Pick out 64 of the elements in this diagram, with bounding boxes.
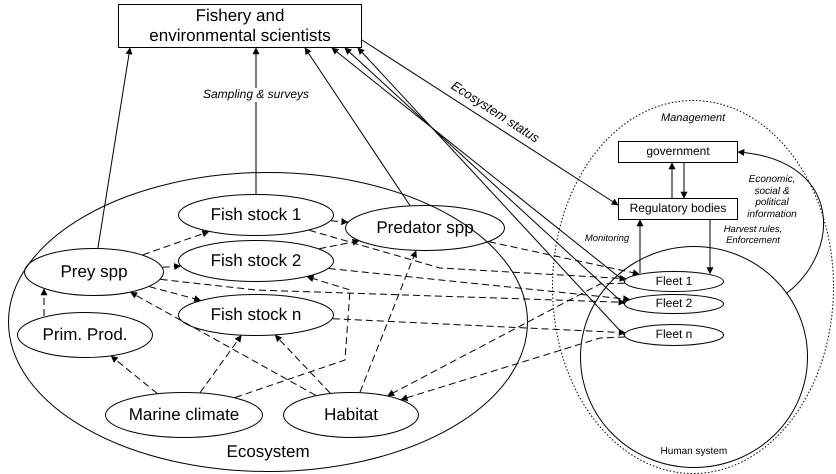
dashed-arrow	[160, 278, 626, 306]
oval-node	[24, 248, 164, 296]
node-label: Predator spp	[376, 218, 474, 238]
dashed-arrow	[40, 288, 48, 316]
oval-node	[105, 392, 263, 438]
dashed-arrow	[200, 335, 242, 393]
dashed-arrow	[130, 292, 316, 396]
arrow	[668, 162, 676, 198]
dashed-arrow	[318, 238, 360, 250]
oval-node	[17, 312, 153, 358]
group-ellipse	[580, 246, 808, 468]
oval-node	[283, 392, 419, 438]
node-label: Prey spp	[60, 262, 128, 282]
group-title: Ecosystem	[226, 443, 310, 462]
edge-label: Monitoring	[584, 234, 630, 245]
dashed-arrow	[400, 336, 626, 401]
dashed-arrow	[148, 286, 202, 302]
dashed-arrow	[162, 263, 182, 270]
node-label: Fish stock 1	[210, 205, 302, 225]
dashed-arrow	[274, 334, 331, 394]
node-label: Prim. Prod.	[42, 325, 128, 345]
dashed-arrow	[387, 282, 626, 396]
dashed-arrow	[330, 218, 348, 226]
dashed-arrow	[360, 250, 417, 393]
node-label: Marine climate	[128, 405, 240, 425]
dashed-arrow	[234, 275, 351, 398]
oval-node	[178, 240, 334, 282]
dashed-arrow	[142, 230, 210, 256]
arrow	[362, 40, 619, 206]
arrow	[737, 150, 824, 294]
node-label: Habitat	[324, 405, 378, 425]
arrow	[252, 47, 260, 194]
oval-node	[345, 205, 505, 251]
group-title: Management	[661, 112, 726, 124]
arrow	[706, 220, 714, 274]
oval-node	[624, 324, 724, 346]
group-ellipse	[8, 172, 528, 472]
process-box	[618, 141, 738, 163]
oval-node	[624, 271, 724, 292]
edge-label: Economic, social & political information	[746, 174, 798, 220]
node-label: government	[646, 145, 710, 159]
oval-node	[178, 194, 334, 236]
node-label: Fleet 1	[656, 274, 692, 288]
dashed-arrow	[328, 268, 630, 302]
oval-node	[178, 294, 334, 336]
group-ellipse	[552, 100, 834, 474]
arrow	[680, 162, 688, 199]
node-label: Fish stock n	[210, 305, 302, 325]
dashed-arrow	[332, 318, 626, 336]
arrow	[304, 47, 410, 206]
process-box	[118, 4, 362, 48]
dashed-arrow	[308, 230, 626, 282]
node-label: Fleet n	[656, 328, 692, 342]
process-box	[618, 198, 738, 220]
oval-node	[624, 294, 724, 314]
node-label: Fishery and environmental scientists	[148, 6, 332, 46]
arrow	[97, 47, 132, 248]
dashed-arrow	[110, 356, 158, 394]
node-label: Fleet 2	[656, 297, 692, 311]
group-title: Human system	[660, 446, 728, 457]
node-label: Regulatory bodies	[630, 202, 726, 216]
edge-label: Harvest rules, Enforcement	[722, 225, 784, 247]
arrow	[636, 219, 644, 274]
node-label: Fish stock 2	[210, 251, 302, 271]
